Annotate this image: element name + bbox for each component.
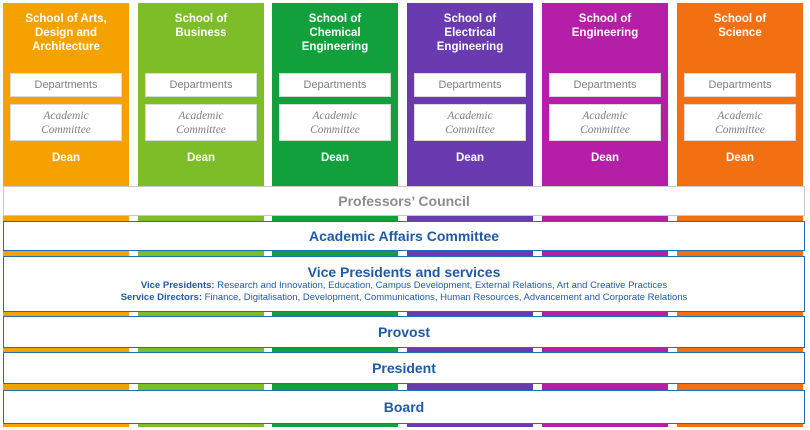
vice-presidents-list: Research and Innovation, Education, Camp… bbox=[214, 280, 668, 291]
service-directors-label: Service Directors: bbox=[120, 292, 203, 303]
dean-label: Dean bbox=[51, 152, 81, 164]
board-band: Board bbox=[3, 390, 805, 424]
dean-label: Dean bbox=[725, 152, 755, 164]
departments-box: Departments bbox=[549, 73, 661, 97]
academic-committee-box: Academic Committee bbox=[684, 104, 796, 141]
vice-presidents-band: Vice Presidents and services Vice Presid… bbox=[3, 256, 805, 312]
school-header: School of Science Departments Academic C… bbox=[677, 3, 803, 186]
president-band: President bbox=[3, 352, 805, 384]
vice-presidents-title: Vice Presidents and services bbox=[307, 264, 501, 280]
school-header: School of Business Departments Academic … bbox=[138, 3, 264, 186]
school-name: School of Electrical Engineering bbox=[436, 13, 504, 53]
departments-box: Departments bbox=[145, 73, 257, 97]
school-name: School of Chemical Engineering bbox=[301, 13, 369, 53]
provost-band: Provost bbox=[3, 316, 805, 348]
academic-committee-box: Academic Committee bbox=[549, 104, 661, 141]
dean-label: Dean bbox=[590, 152, 620, 164]
school-name: School of Science bbox=[713, 13, 767, 39]
dean-label: Dean bbox=[186, 152, 216, 164]
dean-label: Dean bbox=[320, 152, 350, 164]
departments-box: Departments bbox=[10, 73, 122, 97]
school-name: School of Engineering bbox=[571, 13, 639, 39]
school-header: School of Arts, Design and Architecture … bbox=[3, 3, 129, 186]
school-name: School of Arts, Design and Architecture bbox=[25, 13, 107, 53]
vice-presidents-label: Vice Presidents: bbox=[140, 280, 215, 291]
departments-box: Departments bbox=[414, 73, 526, 97]
vice-presidents-line: Vice Presidents: Research and Innovation… bbox=[4, 280, 804, 292]
academic-committee-box: Academic Committee bbox=[279, 104, 391, 141]
departments-box: Departments bbox=[279, 73, 391, 97]
academic-committee-box: Academic Committee bbox=[145, 104, 257, 141]
academic-affairs-committee-band: Academic Affairs Committee bbox=[3, 221, 805, 251]
departments-box: Departments bbox=[684, 73, 796, 97]
academic-committee-box: Academic Committee bbox=[414, 104, 526, 141]
professors-council-band: Professors’ Council bbox=[3, 186, 805, 216]
school-header: School of Electrical Engineering Departm… bbox=[407, 3, 533, 186]
school-header: School of Engineering Departments Academ… bbox=[542, 3, 668, 186]
school-header: School of Chemical Engineering Departmen… bbox=[272, 3, 398, 186]
school-name: School of Business bbox=[174, 13, 228, 39]
service-directors-line: Service Directors: Finance, Digitalisati… bbox=[4, 292, 804, 304]
service-directors-list: Finance, Digitalisation, Development, Co… bbox=[202, 292, 688, 303]
academic-committee-box: Academic Committee bbox=[10, 104, 122, 141]
dean-label: Dean bbox=[455, 152, 485, 164]
